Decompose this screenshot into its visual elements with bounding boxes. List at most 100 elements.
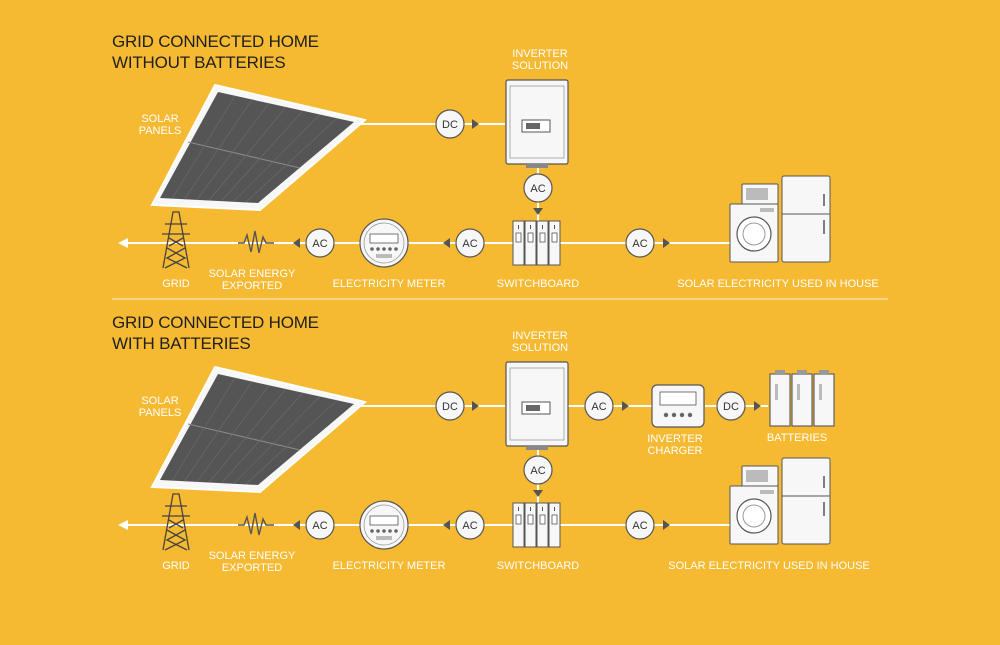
panel-cells xyxy=(160,374,354,485)
inverter-icon xyxy=(505,79,569,168)
arrow-right-icon xyxy=(663,238,670,248)
connector-label: AC xyxy=(632,520,647,532)
solar-panels-label-2: PANELS xyxy=(139,407,182,419)
house-label: SOLAR ELECTRICITY USED IN HOUSE xyxy=(677,278,879,290)
connector-circle xyxy=(455,510,485,540)
house-label: SOLAR ELECTRICITY USED IN HOUSE xyxy=(668,560,870,572)
electricity-meter-label: ELECTRICITY METER xyxy=(333,278,446,290)
arrow-right-icon xyxy=(622,401,629,411)
connector-label: AC xyxy=(462,238,477,250)
batteries-label: BATTERIES xyxy=(767,432,827,444)
arrow-down-icon xyxy=(533,208,543,215)
connector-label: AC xyxy=(530,465,545,477)
breaker xyxy=(548,502,561,548)
fridge-icon xyxy=(781,175,831,263)
ac-connector-house: AC xyxy=(625,510,655,540)
arrow-right-icon xyxy=(663,520,670,530)
dc-connector: DC xyxy=(435,109,465,139)
solar-panels-label-2: PANELS xyxy=(139,125,182,137)
solar-panels-icon xyxy=(150,365,368,494)
connector-label: AC xyxy=(530,183,545,195)
connector-circle xyxy=(455,228,485,258)
inverter-label-1: INVERTER xyxy=(512,330,567,342)
section-title-without-batteries: GRID CONNECTED HOME WITHOUT BATTERIES xyxy=(112,31,319,73)
batteries-icon xyxy=(769,370,835,427)
ac-connector-house: AC xyxy=(625,228,655,258)
title-line-1: GRID CONNECTED HOME xyxy=(112,313,319,332)
inverter-label-2: SOLUTION xyxy=(512,342,568,354)
battery-cell xyxy=(769,373,791,427)
solar-panels-label-1: SOLAR xyxy=(141,113,178,125)
connector-circle xyxy=(716,391,746,421)
arrow-right-icon xyxy=(472,119,479,129)
connector-circle xyxy=(584,391,614,421)
connector-label: AC xyxy=(591,401,606,413)
panel-cells xyxy=(160,92,354,203)
connector-label: AC xyxy=(462,520,477,532)
arrow-left-icon xyxy=(443,238,450,248)
dc-connector: DC xyxy=(435,391,465,421)
household-appliances-icon xyxy=(729,175,831,263)
ac-connector-inverter: AC xyxy=(523,455,553,485)
arrow-left-icon xyxy=(443,520,450,530)
connector-label: AC xyxy=(312,520,327,532)
ac-connector-grid: AC xyxy=(305,228,335,258)
power-tower-icon xyxy=(162,493,190,551)
arrow-right-icon xyxy=(472,401,479,411)
title-line-1: GRID CONNECTED HOME xyxy=(112,32,319,51)
meter-display xyxy=(369,233,399,244)
electricity-meter-icon xyxy=(359,218,409,268)
connector-circle xyxy=(305,510,335,540)
switchboard-icon xyxy=(512,502,561,548)
breaker xyxy=(512,502,525,548)
exported-label-1: SOLAR ENERGY xyxy=(209,550,296,562)
breaker xyxy=(512,220,525,266)
connector-circle xyxy=(305,228,335,258)
electricity-meter-label: ELECTRICITY METER xyxy=(333,560,446,572)
breaker xyxy=(524,502,537,548)
fridge-icon xyxy=(781,457,831,545)
household-appliances-icon xyxy=(729,457,831,545)
power-tower-icon xyxy=(162,211,190,269)
connector-circle xyxy=(435,109,465,139)
inverter-charger-label-1: INVERTER xyxy=(647,433,702,445)
ac-connector-inverter: AC xyxy=(523,173,553,203)
battery-cell xyxy=(791,373,813,427)
energy-zigzag-icon xyxy=(238,512,274,536)
connector-circle xyxy=(625,228,655,258)
breaker xyxy=(536,220,549,266)
exported-label-1: SOLAR ENERGY xyxy=(209,268,296,280)
inverter-charger-icon xyxy=(651,384,705,428)
connector-circle xyxy=(435,391,465,421)
arrow-right-icon xyxy=(754,401,761,411)
connector-circle xyxy=(625,510,655,540)
connector-circle xyxy=(523,455,553,485)
ac-connector-grid: AC xyxy=(305,510,335,540)
inverter-charger-label-2: CHARGER xyxy=(647,445,702,457)
arrow-left-icon xyxy=(293,238,300,248)
arrow-down-icon xyxy=(533,490,543,497)
battery-cell xyxy=(813,373,835,427)
energy-zigzag-icon xyxy=(238,230,274,254)
ac-connector-switchboard: AC xyxy=(455,228,485,258)
grid-label: GRID xyxy=(162,278,190,290)
breaker xyxy=(524,220,537,266)
breaker xyxy=(548,220,561,266)
grid-arrow-icon xyxy=(118,520,128,530)
inverter-label-1: INVERTER xyxy=(512,48,567,60)
solar-panels-icon xyxy=(150,83,368,212)
connector-label: DC xyxy=(442,119,458,131)
switchboard-label: SWITCHBOARD xyxy=(497,560,580,572)
section-title-with-batteries: GRID CONNECTED HOME WITH BATTERIES xyxy=(112,312,319,354)
inverter-icon xyxy=(505,361,569,450)
exported-label-2: EXPORTED xyxy=(222,562,282,574)
title-line-2: WITH BATTERIES xyxy=(112,334,251,353)
connector-label: AC xyxy=(312,238,327,250)
dc-connector-batteries: DC xyxy=(716,391,746,421)
title-line-2: WITHOUT BATTERIES xyxy=(112,53,286,72)
switchboard-icon xyxy=(512,220,561,266)
solar-panels-label-1: SOLAR xyxy=(141,395,178,407)
